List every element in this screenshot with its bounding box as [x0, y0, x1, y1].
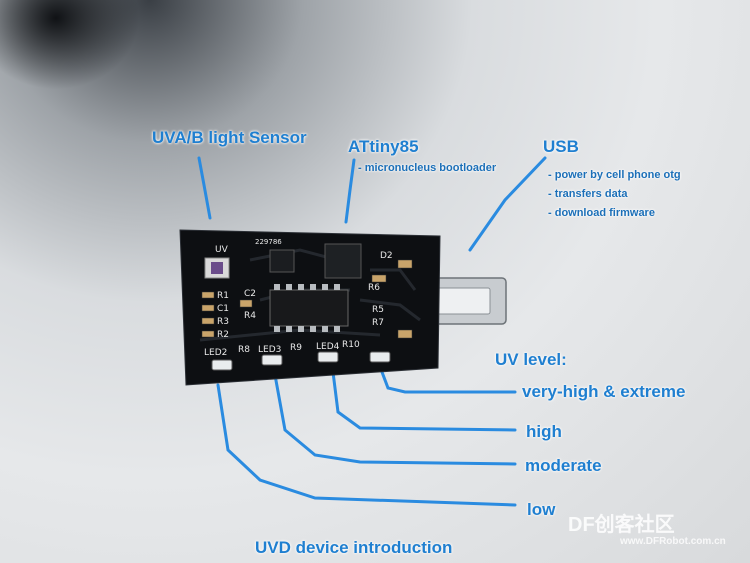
moderate-leader-line	[273, 373, 517, 466]
silk-r7: R7	[372, 318, 384, 328]
low-label: low	[527, 500, 556, 519]
moderate-label: moderate	[525, 456, 602, 475]
usb-note-data: - transfers data	[548, 188, 628, 200]
mcu-note: - micronucleus bootloader	[358, 162, 497, 174]
silk-led2: LED2	[204, 348, 227, 358]
silk-led3: LED3	[258, 345, 281, 355]
opamp-chip	[269, 289, 349, 327]
silk-r3: R3	[217, 317, 229, 327]
low-leader-line	[216, 383, 517, 507]
led4	[317, 351, 339, 363]
sensor-label: UVA/B light Sensor	[152, 128, 307, 147]
silk-d2: D2	[380, 251, 393, 261]
attiny85-chip	[324, 243, 362, 279]
small-ic	[269, 249, 295, 273]
silk-c2: C2	[244, 289, 256, 299]
silk-r8: R8	[238, 345, 250, 355]
very-high-leader-line	[380, 370, 517, 394]
led3	[261, 354, 283, 366]
silk-r9: R9	[290, 343, 302, 353]
mcu-leader-line	[344, 158, 356, 224]
silk-uv: UV	[215, 245, 229, 255]
silk-serial: 229786	[255, 238, 282, 246]
silk-r6: R6	[368, 283, 380, 293]
usb-note-firmware: - download firmware	[548, 207, 655, 219]
silk-r10: R10	[342, 340, 360, 350]
silk-c1: C1	[217, 304, 229, 314]
sensor-leader-line	[197, 156, 212, 220]
silk-led4: LED4	[316, 342, 340, 352]
silk-r2: R2	[217, 330, 229, 340]
led5	[369, 351, 391, 363]
mcu-label: ATtiny85	[348, 137, 419, 156]
vignette-shadow	[0, 0, 140, 90]
usb-leader-line	[468, 156, 547, 252]
usb-label: USB	[543, 137, 579, 156]
uv-level-label: UV level:	[495, 350, 567, 369]
watermark-brand: DF创客社区	[568, 514, 675, 536]
usb-note-power: - power by cell phone otg	[548, 169, 681, 181]
very-high-label: very-high & extreme	[522, 382, 686, 401]
silk-r5: R5	[372, 305, 384, 315]
silk-r4: R4	[244, 311, 256, 321]
high-label: high	[526, 422, 562, 441]
led2	[211, 359, 233, 371]
caption: UVD device introduction	[255, 538, 453, 557]
silk-r1: R1	[217, 291, 229, 301]
high-leader-line	[331, 370, 517, 432]
watermark-url: www.DFRobot.com.cn	[620, 536, 726, 547]
